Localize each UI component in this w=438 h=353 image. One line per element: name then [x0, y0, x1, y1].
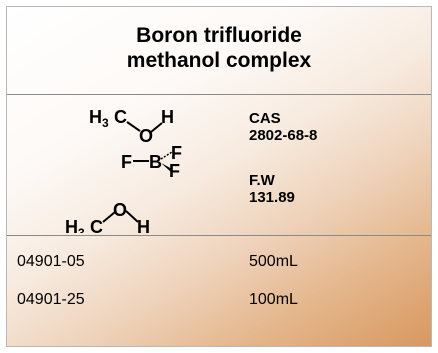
bond-bottom-o-h	[125, 210, 139, 223]
package-size: 500mL	[249, 253, 298, 270]
bond-b-f-wedge	[161, 163, 172, 172]
structure-f-right-bottom: F	[169, 161, 180, 181]
product-title-line2: methanol complex	[126, 49, 312, 72]
structure-bottom-o: O	[113, 200, 127, 220]
chemical-structure: H3 C O H F B F F H3 C O H	[65, 107, 182, 233]
structure-bottom-c: C	[90, 217, 103, 233]
bond-top-o-h	[150, 122, 163, 133]
product-title: Boron trifluoride methanol complex	[7, 23, 431, 73]
structure-top-o: O	[139, 126, 153, 146]
bond-bottom-c-o	[102, 211, 116, 223]
structure-top-h: H	[161, 107, 174, 127]
fw-label: F.W	[249, 172, 275, 189]
bond-b-f-dashed	[160, 151, 173, 160]
fw-value: 131.89	[249, 189, 295, 206]
package-size: 100mL	[249, 291, 298, 308]
structure-f-left: F	[121, 152, 132, 172]
divider-bottom	[7, 235, 431, 236]
structure-top-c: C	[114, 107, 127, 127]
cas-number: 2802-68-8	[249, 127, 318, 144]
bond-top-c-o	[126, 121, 141, 132]
product-code: 04901-05	[17, 253, 85, 270]
structure-boron: B	[149, 152, 162, 172]
product-code: 04901-25	[17, 291, 85, 308]
product-title-line1: Boron trifluoride	[136, 24, 302, 47]
structure-bottom-h3: H3	[65, 217, 85, 233]
cas-label: CAS	[249, 110, 281, 127]
structure-f-right-top: F	[171, 143, 182, 163]
product-label: Boron trifluoride methanol complex H3 C …	[6, 6, 432, 347]
divider-top	[7, 94, 431, 95]
structure-bottom-h: H	[137, 217, 150, 233]
structure-top-h3: H3	[89, 107, 109, 130]
package-row: 04901-05 500mL	[7, 252, 431, 272]
package-row: 04901-25 100mL	[7, 290, 431, 310]
